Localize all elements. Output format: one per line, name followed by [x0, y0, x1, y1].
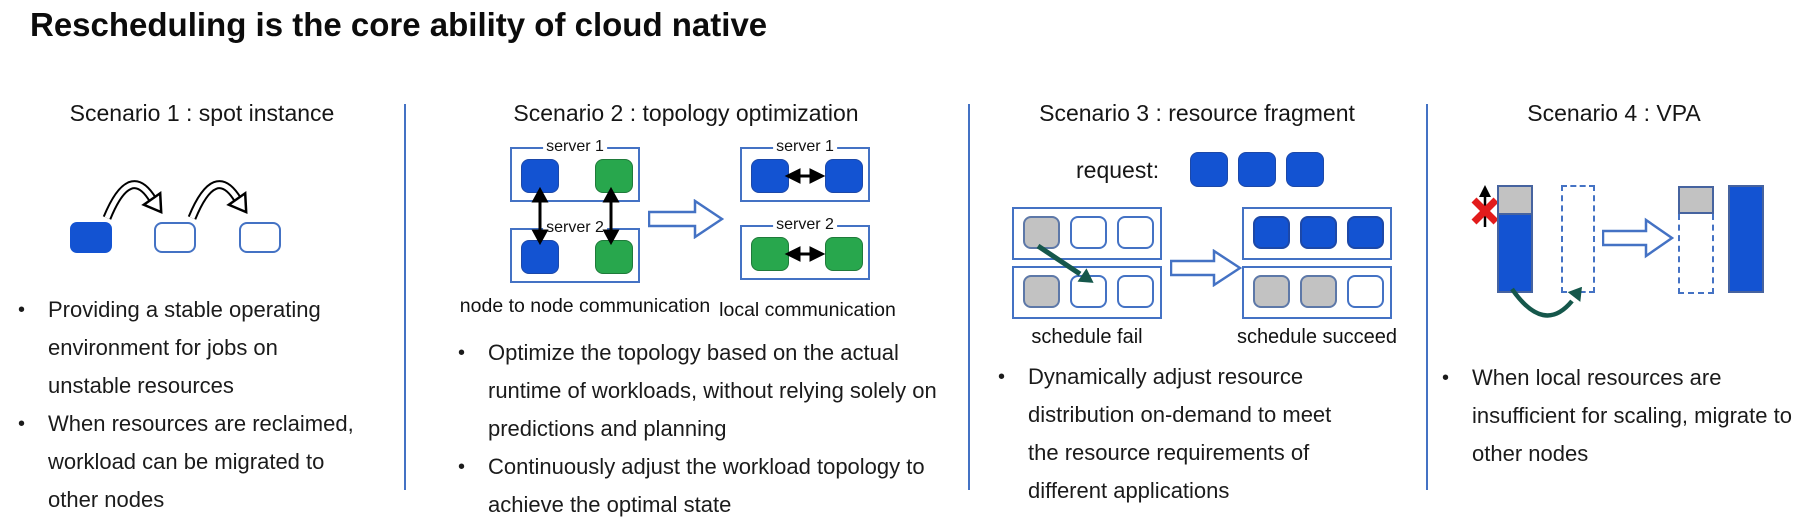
scenario4-title: Scenario 4 : VPA: [1527, 100, 1701, 126]
page-title: Rescheduling is the core ability of clou…: [30, 6, 768, 43]
right-arrow-icon: [648, 199, 724, 239]
occupied-slot: [1253, 275, 1290, 308]
spot-workload-box: [70, 222, 112, 253]
bullet-item: • When local resources are insufficient …: [1432, 359, 1802, 473]
fail-node-2: [1012, 266, 1162, 319]
workload-green-box: [825, 237, 863, 271]
reserved-capacity: [1678, 186, 1714, 214]
column-divider-2: [968, 104, 970, 490]
empty-slot: [1117, 275, 1154, 308]
bullet-dot: •: [1442, 367, 1450, 389]
migrated-workload-bar: [1728, 185, 1764, 293]
bullet-dot: •: [458, 342, 466, 364]
workload-usage: [1499, 215, 1531, 291]
bullet-item: • Continuously adjust the workload topol…: [448, 448, 958, 524]
workload-blue-box: [825, 159, 863, 193]
bullet-text: Optimize the topology based on the actua…: [488, 340, 937, 441]
bullet-text: Continuously adjust the workload topolog…: [488, 454, 925, 517]
spot-instance-diagram: [70, 180, 281, 253]
scenario3-bullets: • Dynamically adjust resource distributi…: [988, 358, 1340, 510]
bullet-dot: •: [18, 299, 26, 321]
occupied-slot: [1023, 275, 1060, 308]
scheduled-slot: [1253, 216, 1290, 249]
vacated-node-outline: [1678, 214, 1714, 294]
bullet-item: • When resources are reclaimed, workload…: [8, 405, 358, 519]
fail-caption: schedule fail: [1031, 326, 1143, 348]
workload-blue-box: [521, 240, 559, 274]
scheduled-slot: [1347, 216, 1384, 249]
server1-label: server 1: [773, 137, 837, 158]
server2-label: server 2: [773, 215, 837, 236]
column-divider-3: [1426, 104, 1428, 490]
bullet-item: • Dynamically adjust resource distributi…: [988, 358, 1340, 510]
workload-green-box: [595, 240, 633, 274]
left-group-caption: node to node communication: [459, 295, 711, 317]
workload-green-box: [751, 237, 789, 271]
fail-node-1: [1012, 207, 1162, 260]
hop-arrow-1-icon: [102, 180, 163, 220]
scheduled-slot: [1300, 216, 1337, 249]
scenario2-title: Scenario 2 : topology optimization: [513, 100, 859, 126]
migration-curve-arrow-icon: [1510, 287, 1583, 318]
workload-blue-box: [521, 159, 559, 193]
spot-empty-node-1: [154, 222, 196, 253]
scenario1-title: Scenario 1 : spot instance: [69, 100, 335, 126]
workload-green-box: [595, 159, 633, 193]
bullet-dot: •: [998, 366, 1006, 388]
bullet-item: • Providing a stable operating environme…: [8, 291, 358, 405]
column-divider-1: [404, 104, 406, 490]
succeed-caption: schedule succeed: [1236, 326, 1398, 348]
request-pod-box: [1190, 152, 1228, 187]
server2-box-right: server 2: [740, 215, 870, 280]
request-label: request:: [1076, 157, 1160, 183]
empty-slot: [1117, 216, 1154, 249]
empty-slot: [1070, 216, 1107, 249]
scenario2-bullets: • Optimize the topology based on the act…: [448, 334, 958, 524]
succeed-node-2: [1242, 266, 1392, 319]
scenario3-title: Scenario 3 : resource fragment: [1039, 100, 1355, 126]
bullet-text: Dynamically adjust resource distribution…: [1028, 364, 1332, 503]
server2-label: server 2: [543, 218, 607, 239]
bullet-dot: •: [458, 456, 466, 478]
right-arrow-icon: [1170, 249, 1242, 287]
scenario1-bullets: • Providing a stable operating environme…: [8, 291, 358, 519]
bullet-item: • Optimize the topology based on the act…: [448, 334, 958, 448]
reserved-capacity: [1499, 187, 1531, 215]
hop-arrow-2-icon: [187, 180, 248, 220]
workload-blue-box: [751, 159, 789, 193]
server1-box-right: server 1: [740, 137, 870, 202]
request-pod-box: [1286, 152, 1324, 187]
blocked-scale-up-icon: [1471, 185, 1499, 227]
target-node-outline: [1561, 185, 1595, 293]
empty-slot: [1347, 275, 1384, 308]
empty-slot: [1070, 275, 1107, 308]
bullet-text: When resources are reclaimed, workload c…: [48, 411, 354, 512]
request-pod-box: [1238, 152, 1276, 187]
spot-empty-node-2: [239, 222, 281, 253]
bullet-dot: •: [18, 413, 26, 435]
succeed-node-1: [1242, 207, 1392, 260]
bullet-text: Providing a stable operating environment…: [48, 297, 321, 398]
right-arrow-icon: [1602, 217, 1674, 259]
server2-box-left: server 2: [510, 218, 640, 283]
right-group-caption: local communication: [719, 299, 896, 321]
scenario4-bullets: • When local resources are insufficient …: [1432, 359, 1802, 473]
occupied-slot: [1300, 275, 1337, 308]
bullet-text: When local resources are insufficient fo…: [1472, 365, 1792, 466]
server1-box-left: server 1: [510, 137, 640, 202]
node-bar-constrained: [1497, 185, 1533, 293]
server1-label: server 1: [543, 137, 607, 158]
occupied-slot: [1023, 216, 1060, 249]
